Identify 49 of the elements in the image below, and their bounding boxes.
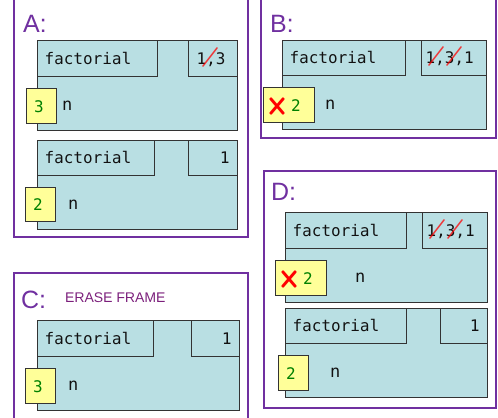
slide-panel <box>13 0 249 238</box>
stack-frame <box>282 40 487 130</box>
stack-frame <box>37 40 238 131</box>
function-name: factorial <box>44 148 132 167</box>
function-name: factorial <box>292 316 380 335</box>
variable-name: n <box>62 97 72 114</box>
variable-value-box <box>25 187 56 222</box>
variable-value: 2 <box>291 96 301 114</box>
function-name: factorial <box>290 48 376 67</box>
function-name-cell <box>36 320 154 356</box>
variable-value-box <box>25 368 56 404</box>
variable-value-box <box>275 260 327 296</box>
slide-panel <box>260 0 497 139</box>
return-value: 1 <box>220 148 230 167</box>
function-name: factorial <box>292 220 380 240</box>
panel-letter: C: <box>21 288 46 313</box>
return-value: 1 <box>470 316 480 335</box>
erase-frame-note: ERASE FRAME <box>65 290 166 304</box>
variable-name: n <box>68 196 78 212</box>
variable-value: 3 <box>33 376 43 396</box>
function-name: factorial <box>44 48 132 68</box>
return-value-cell <box>188 140 238 176</box>
stack-frame <box>285 212 488 303</box>
function-name-cell <box>282 40 406 76</box>
variable-value-box <box>278 355 309 391</box>
function-name: factorial <box>44 328 132 348</box>
return-value: 1 <box>222 328 232 348</box>
function-name-cell <box>284 308 406 344</box>
variable-value-box <box>263 87 315 123</box>
variable-name: n <box>325 96 336 113</box>
panel-letter: A: <box>23 12 47 37</box>
panel-letter: B: <box>270 12 294 37</box>
variable-name: n <box>330 364 340 381</box>
variable-value-box <box>26 88 57 124</box>
function-name-cell <box>36 40 158 76</box>
variable-name: n <box>68 377 78 394</box>
variable-name: n <box>355 269 366 286</box>
slide-panel <box>263 170 497 409</box>
function-name-cell <box>36 140 154 176</box>
variable-value: 3 <box>34 96 44 116</box>
slide-panel <box>13 272 249 418</box>
function-name-cell <box>284 212 406 248</box>
return-value-cell <box>190 320 240 356</box>
variable-value: 2 <box>33 195 43 214</box>
variable-value: 2 <box>286 364 296 382</box>
return-value-cell <box>440 308 488 344</box>
stack-frame <box>285 308 488 398</box>
variable-value: 2 <box>303 268 313 288</box>
panel-letter: D: <box>271 180 296 205</box>
